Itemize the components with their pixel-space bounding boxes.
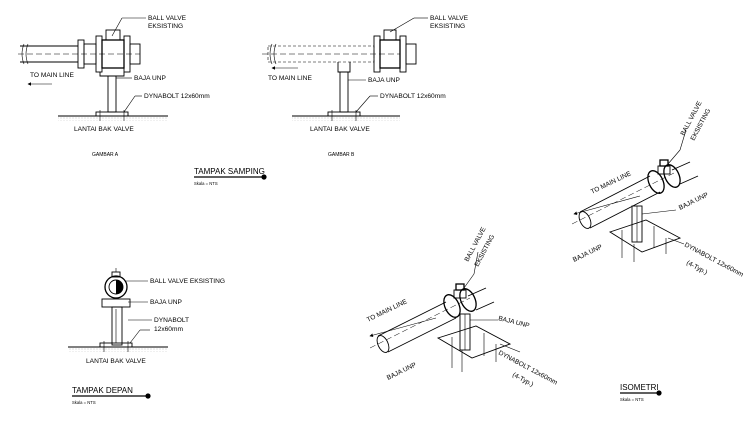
baja-unp-label-iso-2-right: BAJA UNP bbox=[678, 191, 710, 212]
to-main-line-label-iso-1: TO MAIN LINE bbox=[366, 298, 409, 324]
typ-label-iso-2: (4-Typ.) bbox=[685, 260, 708, 277]
to-main-line-label-b: TO MAIN LINE bbox=[268, 75, 312, 82]
dynabolt-label-front-1: DYNABOLT bbox=[154, 317, 189, 324]
base-plate-iso-1 bbox=[436, 325, 512, 359]
ball-valve-front bbox=[104, 268, 128, 299]
tampak-samping-title: TAMPAK SAMPING bbox=[194, 167, 265, 176]
ball-valve-b bbox=[373, 29, 417, 73]
support-b bbox=[327, 71, 361, 121]
pipe-iso-2 bbox=[571, 161, 699, 229]
isometri-scale: Skala = NTS bbox=[620, 397, 644, 402]
ball-valve-label-front: BALL VALVE EKSISTING bbox=[150, 278, 225, 285]
base-plate-iso-2 bbox=[608, 219, 682, 253]
pipe-a bbox=[18, 43, 140, 65]
lantai-label-front: LANTAI BAK VALVE bbox=[86, 358, 146, 365]
dynabolt-label-front-2: 12x60mm bbox=[154, 326, 183, 333]
ball-valve-iso-2 bbox=[647, 159, 681, 194]
support-a bbox=[95, 72, 129, 121]
baja-unp-label-front: BAJA UNP bbox=[150, 299, 182, 306]
caption-gambar-a: GAMBAR A bbox=[92, 152, 119, 158]
baja-unp-label-iso-2-left: BAJA UNP bbox=[572, 243, 604, 264]
to-main-line-label-iso-2: TO MAIN LINE bbox=[590, 170, 633, 196]
pipe-iso-1 bbox=[369, 287, 495, 353]
lantai-label-b: LANTAI BAK VALVE bbox=[310, 126, 370, 133]
dynabolt-label-b: DYNABOLT 12x60mm bbox=[380, 93, 446, 100]
side-view-a: BALL VALVE EKSISTING TO MAIN LINE BAJA U… bbox=[18, 15, 210, 158]
title-isometri: ISOMETRI Skala = NTS bbox=[620, 383, 662, 402]
baja-unp-label-b: BAJA UNP bbox=[368, 77, 400, 84]
title-tampak-samping: TAMPAK SAMPING Skala = NTS bbox=[194, 167, 267, 186]
floor-a bbox=[58, 115, 168, 121]
title-tampak-depan: TAMPAK DEPAN Skala = NTS bbox=[72, 386, 151, 405]
tampak-depan-title: TAMPAK DEPAN bbox=[72, 386, 133, 395]
dynabolt-label-a: DYNABOLT 12x60mm bbox=[144, 93, 210, 100]
side-view-b: BALL VALVE EKSISTING TO MAIN LINE BAJA U… bbox=[262, 15, 469, 158]
front-view: BALL VALVE EKSISTING BAJA UNP DYNABOLT 1… bbox=[68, 268, 225, 405]
ball-valve-iso-1 bbox=[443, 283, 477, 318]
baja-unp-label-iso-1-left: BAJA UNP bbox=[386, 361, 418, 382]
isometric-view-2: BALL VALVE EKSISTING TO MAIN LINE BAJA U… bbox=[572, 100, 745, 402]
tampak-samping-scale: Skala = NTS bbox=[194, 181, 218, 186]
to-main-line-label-a: TO MAIN LINE bbox=[30, 72, 74, 79]
isometric-view-1: BALL VALVE EKSISTING TO MAIN LINE BAJA U… bbox=[366, 226, 559, 389]
ball-valve-label-b-2: EKSISTING bbox=[430, 23, 465, 30]
tampak-depan-scale: Skala = NTS bbox=[72, 400, 96, 405]
lantai-label-a: LANTAI BAK VALVE bbox=[74, 126, 134, 133]
baja-unp-label-iso-1-right: BAJA UNP bbox=[498, 315, 531, 330]
ball-valve-label-a-1: BALL VALVE bbox=[148, 15, 187, 22]
floor-front bbox=[68, 346, 168, 352]
isometri-title: ISOMETRI bbox=[620, 383, 659, 392]
caption-gambar-b: GAMBAR B bbox=[328, 152, 355, 158]
baja-unp-label-a: BAJA UNP bbox=[134, 75, 166, 82]
typ-label-iso-1: (4-Typ.) bbox=[511, 372, 534, 389]
floor-b bbox=[292, 115, 400, 121]
ball-valve-label-b-1: BALL VALVE bbox=[430, 15, 469, 22]
ball-valve-label-a-2: EKSISTING bbox=[148, 23, 183, 30]
dynabolt-label-iso-2: DYNABOLT 12x60mm bbox=[683, 242, 745, 279]
ball-valve-a bbox=[77, 29, 141, 73]
